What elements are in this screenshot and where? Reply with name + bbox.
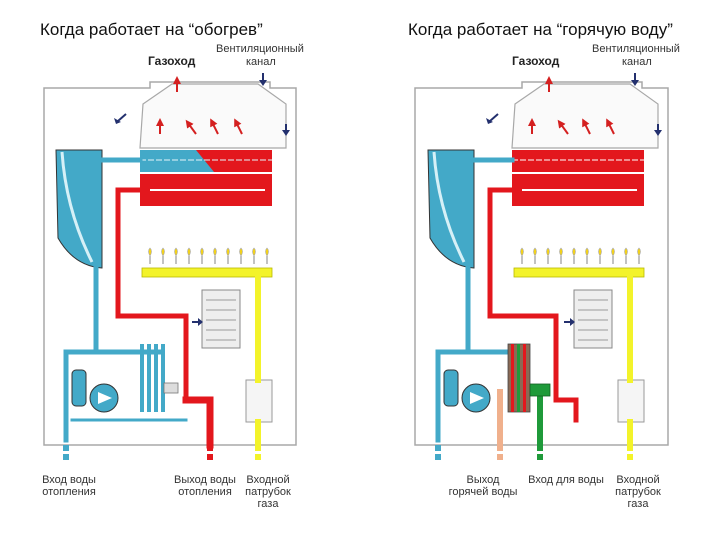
right-heat-exchanger bbox=[512, 150, 644, 172]
left-inlet-label-line2: отопления bbox=[42, 486, 96, 498]
left-flue-arrows bbox=[156, 76, 243, 135]
right-fan bbox=[573, 289, 613, 349]
left-outlet-label: Выход воды отопления bbox=[168, 474, 242, 498]
left-vent-label-1: Вентиляционный bbox=[216, 43, 304, 55]
left-air-arrows bbox=[114, 73, 290, 136]
right-gas-label-line2: патрубок bbox=[615, 486, 661, 498]
left-flue-hood bbox=[139, 83, 287, 149]
left-gas-valve bbox=[245, 379, 273, 423]
right-boiler bbox=[414, 73, 669, 462]
left-gas-inlet-label: Входной патрубок газа bbox=[242, 474, 294, 510]
left-hot-pipe bbox=[115, 187, 189, 403]
right-hot-pipe bbox=[487, 187, 559, 403]
left-casing-outline bbox=[43, 81, 297, 446]
right-flue-label: Газоход bbox=[512, 54, 560, 68]
right-hot-label-line2: горячей воды bbox=[448, 486, 518, 498]
right-vent-label-1: Вентиляционный bbox=[592, 43, 680, 55]
right-gas-manifold bbox=[513, 267, 645, 278]
right-cold-label-line1: Вход для воды bbox=[528, 474, 604, 486]
left-gas-manifold bbox=[141, 267, 273, 278]
left-expansion-vessel bbox=[55, 149, 103, 269]
left-inlet-label-line1: Вход воды bbox=[42, 474, 96, 486]
right-expansion-vessel bbox=[427, 149, 475, 269]
right-plate-exchanger bbox=[507, 343, 531, 413]
right-flow-switch bbox=[529, 383, 551, 397]
left-vent-label-2: канал bbox=[246, 56, 276, 68]
right-gas-label-line1: Входной bbox=[616, 474, 660, 486]
left-inlet-label: Вход воды отопления bbox=[40, 474, 98, 498]
right-burners bbox=[519, 247, 642, 265]
right-cold-inlet-label: Вход для воды bbox=[524, 474, 608, 486]
right-hot-outlet-label: Выход горячей воды bbox=[446, 474, 520, 498]
left-burners bbox=[147, 247, 270, 265]
left-fan bbox=[201, 289, 241, 349]
left-flue-label: Газоход bbox=[148, 54, 196, 68]
left-gas-label-line2: патрубок bbox=[245, 486, 291, 498]
left-gas-label-line3: газа bbox=[257, 498, 279, 510]
left-outlet-label-line2: отопления bbox=[178, 486, 232, 498]
right-air-arrows bbox=[486, 73, 662, 136]
left-gas-label-line1: Входной bbox=[246, 474, 290, 486]
right-gas-valve bbox=[617, 379, 645, 423]
right-gas-label-line3: газа bbox=[627, 498, 649, 510]
right-flue-hood bbox=[511, 83, 659, 149]
left-plate-exchanger bbox=[140, 344, 165, 412]
right-gas-inlet-label: Входной патрубок газа bbox=[612, 474, 664, 510]
right-hot-label-line1: Выход bbox=[466, 474, 500, 486]
right-flue-arrows bbox=[528, 76, 615, 135]
right-panel-title: Когда работает на “горячую воду” bbox=[408, 20, 673, 39]
left-outlet-label-line1: Выход воды bbox=[174, 474, 236, 486]
left-boiler bbox=[43, 73, 297, 462]
left-panel-title: Когда работает на “обогрев” bbox=[40, 20, 263, 39]
right-vent-label-2: канал bbox=[622, 56, 652, 68]
